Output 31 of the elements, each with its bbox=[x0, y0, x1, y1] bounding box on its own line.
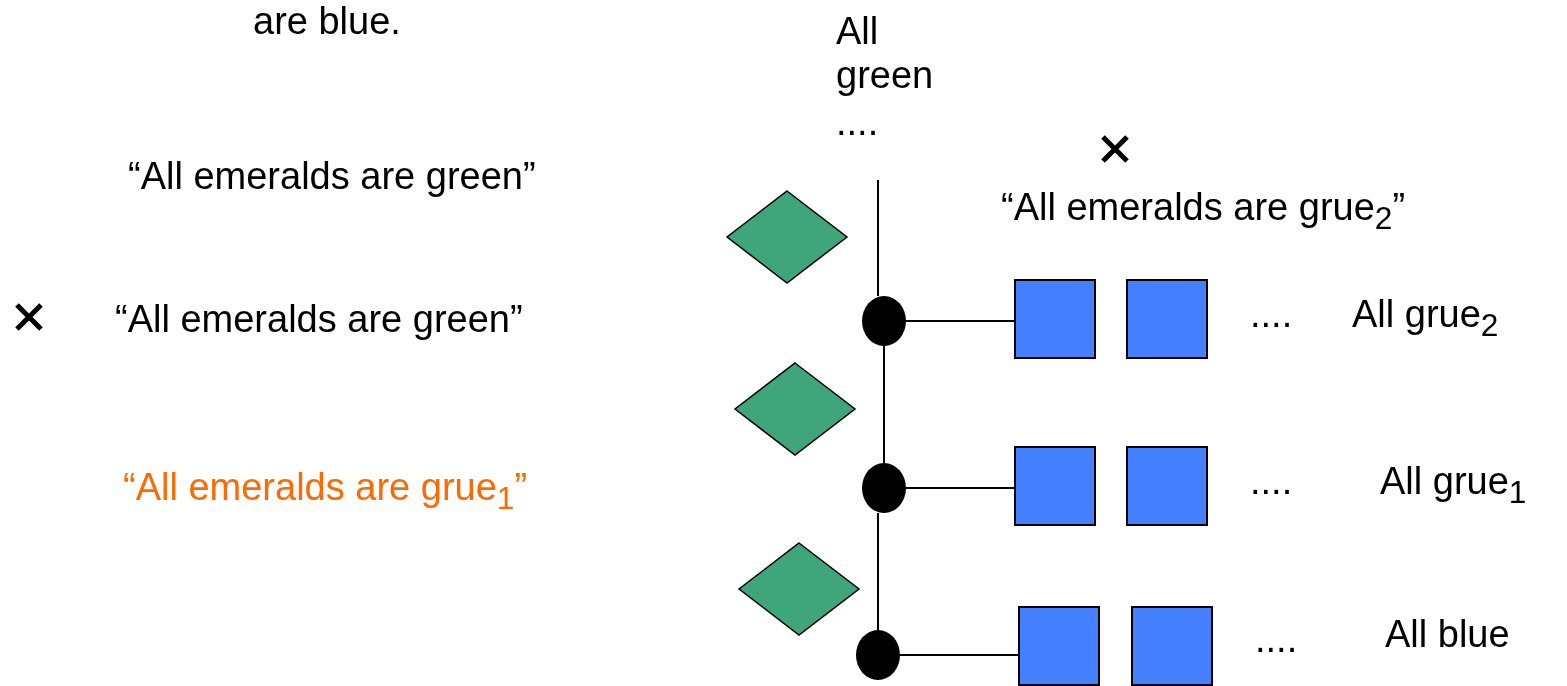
connector-line bbox=[905, 487, 1015, 489]
square-tile bbox=[1014, 446, 1096, 526]
ellipsis-text: .... bbox=[1255, 618, 1298, 662]
statement-text: “All emeralds are grue$_{2}$” bbox=[1001, 186, 1406, 236]
square-tile bbox=[1131, 606, 1213, 686]
connector-line bbox=[905, 320, 1015, 322]
statement-text: “All emeralds are green” bbox=[128, 155, 536, 199]
statement-text: All blue bbox=[1385, 613, 1510, 657]
statement-text: “All emeralds are green” bbox=[115, 298, 523, 342]
connector-line bbox=[877, 512, 879, 631]
connector-line bbox=[877, 179, 879, 297]
gem-diamond bbox=[738, 542, 860, 636]
gem-diamond bbox=[734, 362, 856, 456]
statement-text: All grue$_{1}$ bbox=[1380, 460, 1527, 510]
gem-diamond bbox=[726, 190, 848, 284]
square-tile bbox=[1018, 606, 1100, 686]
ellipsis-text: .... bbox=[1250, 460, 1293, 504]
connector-line bbox=[899, 654, 1019, 656]
statement-text: are blue. bbox=[253, 0, 401, 44]
square-tile bbox=[1126, 446, 1208, 526]
square-tile bbox=[1014, 279, 1096, 359]
connector-line bbox=[883, 345, 885, 464]
ellipsis-text: .... bbox=[836, 101, 880, 146]
junction-dot bbox=[856, 630, 900, 680]
square-tile bbox=[1126, 279, 1208, 359]
node-text: All green bbox=[836, 10, 935, 98]
junction-dot bbox=[862, 463, 906, 513]
statement-text: “All emeralds are grue$_{1}$” bbox=[123, 466, 528, 516]
statement-text: All grue$_{2}$ bbox=[1352, 293, 1499, 343]
ellipsis-text: .... bbox=[1250, 293, 1293, 337]
junction-dot bbox=[862, 296, 906, 346]
